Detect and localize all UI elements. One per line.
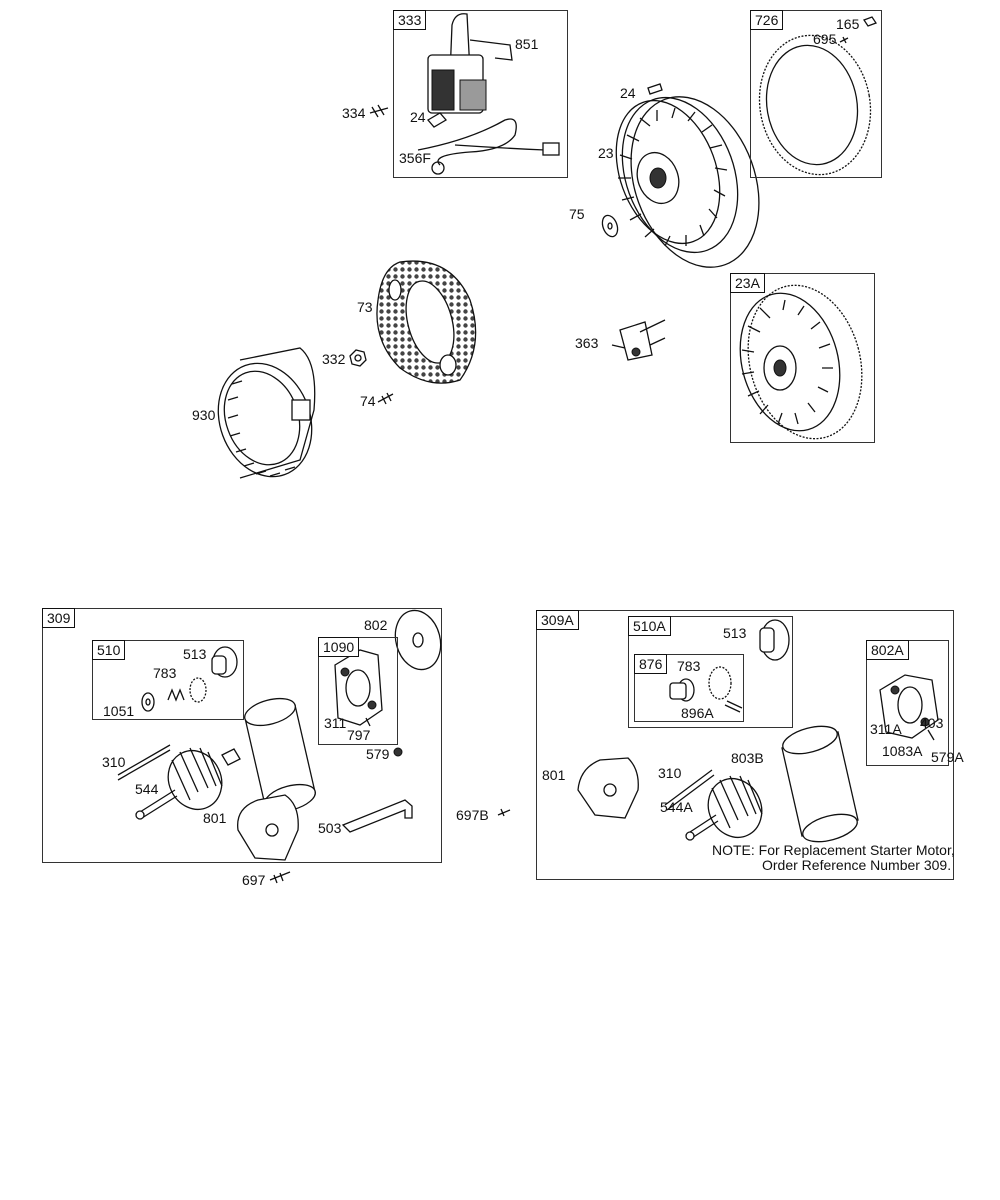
part-label-801-309A[interactable]: 801 <box>542 767 566 783</box>
part-label-695[interactable]: 695 <box>813 31 837 47</box>
part-label-697[interactable]: 697 <box>242 872 266 888</box>
part-label-544A[interactable]: 544A <box>660 799 693 815</box>
kit-box-510A: 510A <box>628 616 793 728</box>
flywheel-drawing <box>615 96 760 268</box>
kit-tag-333[interactable]: 333 <box>393 10 427 30</box>
part-label-803B[interactable]: 803B <box>731 750 764 766</box>
part-label-311A[interactable]: 311A <box>870 721 902 737</box>
replacement-note-line-2: Order Reference Number 309. <box>762 857 952 873</box>
part-label-73[interactable]: 73 <box>357 299 373 315</box>
part-label-75[interactable]: 75 <box>569 206 585 222</box>
part-label-579[interactable]: 579 <box>366 746 390 762</box>
flywheel-23A-drawing <box>739 284 863 440</box>
part-label-930[interactable]: 930 <box>192 407 216 423</box>
kit-tag-510[interactable]: 510 <box>92 640 126 660</box>
part-label-802[interactable]: 802 <box>364 617 388 633</box>
part-label-403[interactable]: 403 <box>920 715 944 731</box>
kit-tag-309[interactable]: 309 <box>42 608 76 628</box>
part-label-896A[interactable]: 896A <box>681 705 714 721</box>
part-label-783[interactable]: 783 <box>153 665 177 681</box>
part-label-310-309A[interactable]: 310 <box>658 765 682 781</box>
ring-gear-drawing <box>758 16 877 176</box>
kit-box-309: 309 <box>42 608 442 863</box>
part-label-544[interactable]: 544 <box>135 781 159 797</box>
kit-tag-876[interactable]: 876 <box>634 654 668 674</box>
part-label-503[interactable]: 503 <box>318 820 342 836</box>
kit-box-309A: 309A <box>536 610 954 880</box>
rotating-screen-drawing <box>376 260 477 384</box>
starter-309-drawing <box>117 609 442 884</box>
part-label-801[interactable]: 801 <box>203 810 227 826</box>
kit-tag-510A[interactable]: 510A <box>628 616 671 636</box>
part-label-165[interactable]: 165 <box>836 16 860 32</box>
kit-box-726: 726 <box>750 10 882 178</box>
part-label-797[interactable]: 797 <box>347 727 371 743</box>
kit-tag-1090[interactable]: 1090 <box>318 637 360 657</box>
kit-box-333: 333 <box>393 10 568 178</box>
kit-tag-23A[interactable]: 23A <box>730 273 765 293</box>
part-label-334[interactable]: 334 <box>342 105 366 121</box>
part-label-74[interactable]: 74 <box>360 393 376 409</box>
replacement-note-line-1: NOTE: For Replacement Starter Motor, <box>712 842 955 858</box>
kit-box-510: 510 <box>92 640 244 720</box>
part-label-356F[interactable]: 356F <box>399 150 431 166</box>
part-label-1083A[interactable]: 1083A <box>882 743 923 759</box>
part-label-697B[interactable]: 697B <box>456 807 489 823</box>
kit-tag-802A[interactable]: 802A <box>866 640 909 660</box>
starter-309A-drawing <box>577 619 939 843</box>
part-label-311[interactable]: 311 <box>324 715 347 731</box>
kit-box-876: 876 <box>634 654 744 722</box>
part-label-1051[interactable]: 1051 <box>103 703 135 719</box>
blower-ring-drawing <box>217 347 316 479</box>
kit-box-802A: 802A <box>866 640 949 766</box>
part-label-579A[interactable]: 579A <box>931 749 964 765</box>
part-label-513-309A[interactable]: 513 <box>723 625 747 641</box>
part-label-310[interactable]: 310 <box>102 754 126 770</box>
kit-box-23A: 23A <box>730 273 875 443</box>
ignition-armature-drawing <box>369 13 560 175</box>
kit-box-1090: 1090 <box>318 637 398 745</box>
part-label-23[interactable]: 23 <box>598 145 614 161</box>
part-label-513[interactable]: 513 <box>183 646 207 662</box>
part-label-783-309A[interactable]: 783 <box>677 658 701 674</box>
part-label-332[interactable]: 332 <box>322 351 346 367</box>
part-label-851[interactable]: 851 <box>515 36 539 52</box>
kit-tag-309A[interactable]: 309A <box>536 610 579 630</box>
bracket-363-drawing <box>611 319 666 361</box>
kit-tag-726[interactable]: 726 <box>750 10 784 30</box>
part-label-363[interactable]: 363 <box>575 335 599 351</box>
part-label-24-flywheel[interactable]: 24 <box>620 85 636 101</box>
part-label-24-ignition[interactable]: 24 <box>410 109 426 125</box>
